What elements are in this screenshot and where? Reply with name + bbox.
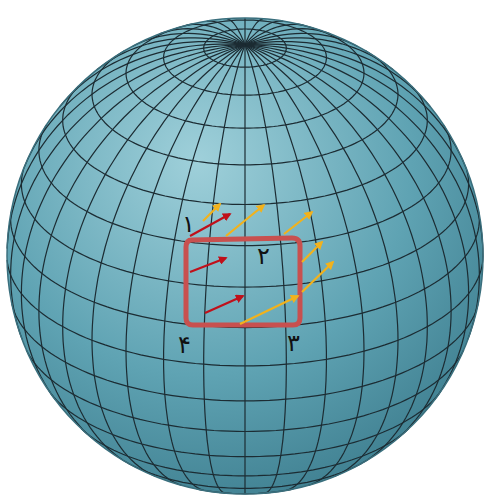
grid-line [63,86,428,204]
grid-line [7,256,483,366]
grid-line [245,45,286,493]
grid-line [92,51,398,165]
loop-path [186,238,300,325]
callout-number: ۳ [287,331,300,355]
grid-line [164,20,327,95]
sphere [7,18,483,494]
grid-line [245,44,465,166]
callout-number: ۴ [178,333,191,357]
grid-line [126,24,364,128]
grid-line [204,29,287,67]
grid-line [11,212,480,328]
grid-line [204,45,245,493]
grid-line [245,45,451,438]
grid-line [245,45,364,486]
grid-line [245,45,326,491]
grid-line [26,350,464,432]
grid-line [12,304,478,401]
grid-line [21,166,468,287]
grid-line [245,42,430,107]
callout-number: ۱ [182,212,195,236]
grid-line [244,18,245,45]
grid-line [11,45,245,340]
grid-line [244,45,245,494]
grid-lines [7,18,483,494]
grid-line [245,45,479,340]
grid-line [164,45,245,491]
grid-line [39,124,451,245]
grid-line [245,19,263,45]
sphere-outline [7,18,483,494]
grid-line [245,45,469,400]
yellow-vectors [203,204,333,324]
callout-number: ۲ [257,244,270,268]
grid-line [81,429,409,476]
